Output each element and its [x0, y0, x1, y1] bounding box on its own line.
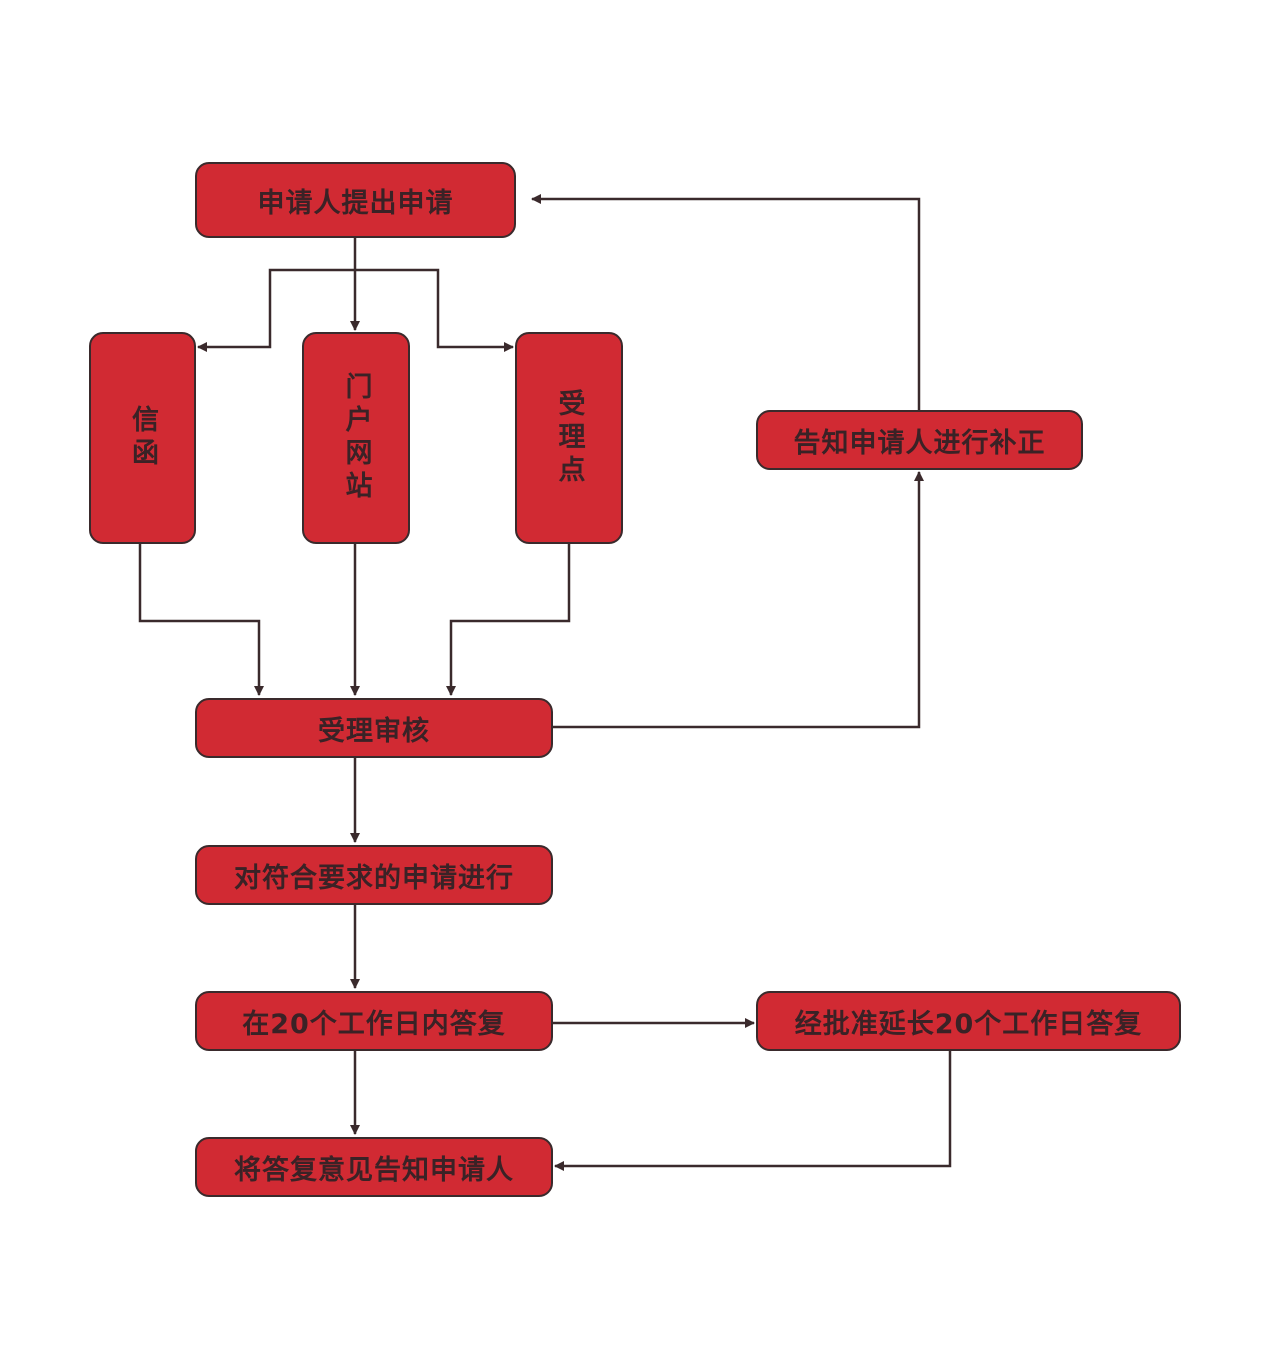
- arrow-extend-to-notify: [554, 1050, 952, 1171]
- arrow-office-to-review: [446, 543, 571, 696]
- node-extend: 经批准延长20个工作日答复: [756, 991, 1181, 1051]
- node-review: 受理审核: [195, 698, 553, 758]
- node-reply20: 在20个工作日内答复: [195, 991, 553, 1051]
- arrow-submit-to-office: [355, 268, 514, 352]
- arrow-submit-to-letter: [197, 268, 355, 352]
- node-submit: 申请人提出申请: [195, 162, 516, 238]
- arrow-letter-to-review: [138, 543, 264, 696]
- node-office: 受理点: [515, 332, 623, 544]
- node-correction: 告知申请人进行补正: [756, 410, 1083, 470]
- arrow-correction-to-submit: [531, 194, 921, 411]
- node-process: 对符合要求的申请进行: [195, 845, 553, 905]
- node-notify: 将答复意见告知申请人: [195, 1137, 553, 1197]
- arrow-review-to-correction: [552, 471, 924, 729]
- node-letter: 信函: [89, 332, 196, 544]
- node-portal: 门户网站: [302, 332, 410, 544]
